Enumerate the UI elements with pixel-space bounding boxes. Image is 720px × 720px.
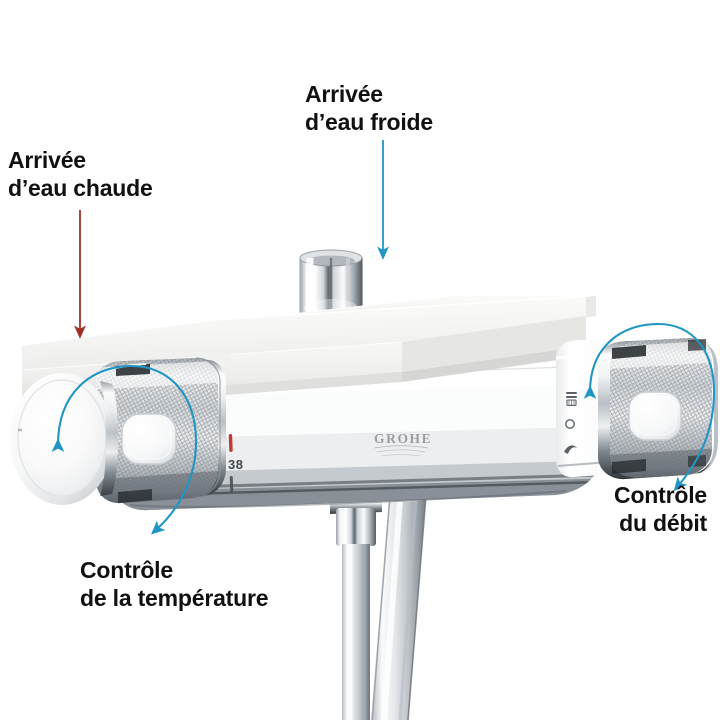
brand-text: GROHE: [374, 431, 432, 446]
temperature-tick-red: [228, 433, 233, 452]
temperature-rotation-arrow: [51, 364, 198, 535]
flow-button: [628, 391, 682, 441]
label-flow-control: Contrôle du débit: [614, 482, 707, 536]
spout-icon: [564, 445, 577, 454]
shower-icon: [566, 392, 577, 406]
shower-hose: [371, 469, 429, 720]
off-icon: [565, 419, 575, 429]
temperature-tick-dark: [229, 475, 234, 492]
temperature-value: 38: [228, 457, 243, 472]
label-temperature-control: Contrôle de la température: [80, 557, 269, 611]
brand-mark: GROHE: [373, 431, 432, 457]
label-cold-water-supply: Arrivée d’eau froide: [305, 81, 433, 135]
label-hot-water-supply: Arrivée d’eau chaude: [8, 147, 153, 201]
temperature-marking: 38: [228, 433, 243, 492]
flow-mode-icons: [564, 392, 577, 454]
safety-stop-button: [121, 413, 177, 465]
flow-rotation-arrow: [583, 322, 716, 492]
flow-handle[interactable]: [555, 332, 720, 498]
